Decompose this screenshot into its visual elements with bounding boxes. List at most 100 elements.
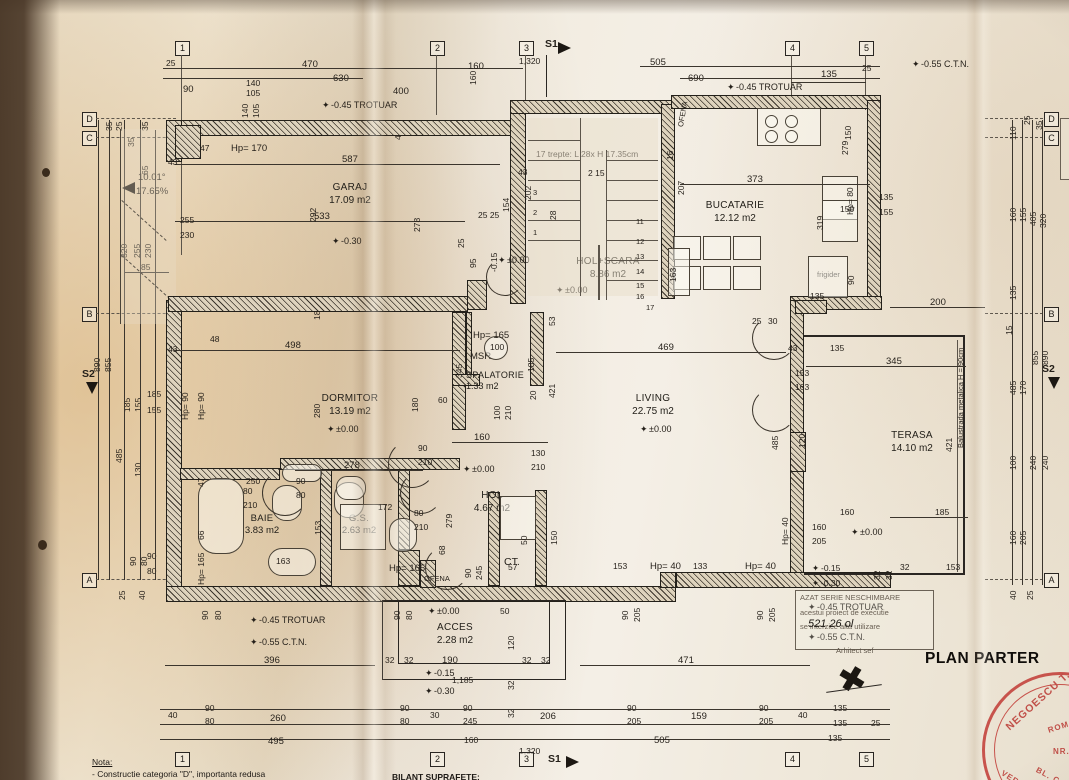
dim-bot-32e: 32 <box>506 680 516 690</box>
dim-255: 255 <box>180 215 195 225</box>
level-marker-icon: ✦ <box>812 578 820 588</box>
level-garaj: ✦-0.30 <box>332 236 362 246</box>
dim-66-baie: 66 <box>196 530 206 540</box>
room-area: 14.10 m2 <box>891 442 933 454</box>
terrace-edge-right <box>963 335 965 575</box>
wall-living-bottom-col <box>660 572 676 588</box>
toilet-gs <box>389 518 417 552</box>
dim-16-k: 16 <box>665 150 675 160</box>
dim-469: 469 <box>658 342 674 353</box>
stove-burner-2 <box>785 115 798 128</box>
dim-57-ct: 57 <box>508 562 518 572</box>
ramp-angle-label: 10.01° <box>138 172 166 183</box>
dim-b-245: 245 <box>463 716 478 726</box>
dim-line-587 <box>175 164 500 165</box>
dim-top-90: 90 <box>183 84 194 95</box>
level-marker-icon: ✦ <box>640 424 648 434</box>
grid-marker-top-4: 4 <box>785 41 800 56</box>
dim-line-469 <box>556 352 786 353</box>
dim-210-hol: 210 <box>531 462 546 472</box>
level-marker-icon: ✦ <box>250 637 258 647</box>
dim-130-hol: 130 <box>531 448 546 458</box>
dim-bot-190: 190 <box>442 655 458 666</box>
room-name: SPALATORIE <box>466 370 525 380</box>
ramp-percent-label: 17.65% <box>136 186 169 197</box>
dim-30-t: 30 <box>768 316 778 326</box>
wall-ct-left <box>488 492 500 586</box>
dim-right-485a: 240 <box>1028 455 1038 470</box>
dim-100-sp: 100 <box>492 405 502 420</box>
hp-40-liv2: Hp= 40 <box>745 561 776 572</box>
note-heading: Nota: <box>92 757 113 767</box>
room-area: 22.75 m2 <box>632 405 674 417</box>
dim-b-90c: 90 <box>463 703 473 713</box>
level-terasa: ✦±0.00 <box>851 527 883 537</box>
stair-num-3: 3 <box>533 188 538 197</box>
dim-right-240: 170 <box>1018 380 1028 395</box>
hp-90-dorm2: Hp= 90 <box>180 392 190 420</box>
level-marker-icon: ✦ <box>425 686 433 696</box>
stair-tread-3 <box>528 180 580 181</box>
level-acces: ✦±0.00 <box>428 606 460 616</box>
dim-279-hol: 279 <box>444 513 454 528</box>
dim-205-liv2: 205 <box>767 607 777 622</box>
level-marker-icon: ✦ <box>327 424 335 434</box>
dim-line-200 <box>890 307 985 308</box>
dim-100-msr: 100 <box>490 342 505 352</box>
wall-left-main <box>166 300 182 600</box>
wall-kitchen-right <box>867 100 881 300</box>
dim-top-160: 160 <box>468 61 484 72</box>
level-marker-icon: ✦ <box>851 527 859 537</box>
grid-marker-top-3: 3 <box>519 41 534 56</box>
stair-tread-r6 <box>606 260 658 261</box>
grid-marker-left-A: A <box>82 573 97 588</box>
dim-right-25: 25 <box>1022 115 1032 125</box>
dim-210-gs: 210 <box>414 522 429 532</box>
grid-axis-B <box>96 313 176 314</box>
dim-154: 345 <box>454 363 464 378</box>
dim-b-205a: 205 <box>627 716 642 726</box>
dim-line-left-1 <box>98 120 99 580</box>
grid-marker-left-C: C <box>82 131 97 146</box>
level-acces-030: ✦-0.30 <box>425 686 455 696</box>
dim-43-stair: 43 <box>518 167 528 177</box>
dim-left-155b: 155 <box>147 405 161 415</box>
washbasin-gs <box>336 476 366 500</box>
stair-tread-6 <box>528 240 580 241</box>
wall-spalatorie-right <box>530 312 544 386</box>
level-marker-icon: ✦ <box>463 464 471 474</box>
dim-line-left-3 <box>124 120 125 580</box>
dim-left-130: 130 <box>133 462 143 477</box>
dim-533: 533 <box>314 211 330 222</box>
door-swing-living-lower <box>752 388 796 432</box>
stair-tread-r3 <box>606 200 658 201</box>
dim-80-bot2: 80 <box>404 610 414 620</box>
dim-line-185ter <box>890 517 968 518</box>
grid-axis-B-right <box>985 313 1043 314</box>
dim-215-stair: 2 15 <box>588 168 605 178</box>
wall-bottom-main <box>166 586 676 602</box>
hp-165-msr: Hp= 165 <box>473 330 510 341</box>
title-block-faint-text3: se interzice alta utilizare <box>800 622 881 631</box>
grid-marker-bottom-4: 4 <box>785 752 800 767</box>
level-right-030: ✦-0.30 <box>812 578 841 588</box>
room-area: 1.33 m2 <box>466 381 499 392</box>
grid-axis-A <box>96 579 176 580</box>
door-swing-baie <box>262 470 308 516</box>
dim-43-k2: 150 <box>840 204 855 214</box>
grid-marker-bottom-2: 2 <box>430 752 445 767</box>
dim-b-90b: 90 <box>400 703 410 713</box>
fridge-unit <box>808 256 848 298</box>
dim-g-25: 25 <box>456 238 466 248</box>
wall-terrace-pier <box>790 432 806 472</box>
hp-90-dorm: Hp= 90 <box>196 392 206 420</box>
grid-marker-right-C: C <box>1044 131 1059 146</box>
dining-chair-2 <box>703 236 731 260</box>
dim-line-top-e <box>791 82 866 83</box>
dim-line-right-2 <box>1022 120 1023 585</box>
dim-90-liv2: 90 <box>755 610 765 620</box>
stair-tread-5 <box>528 220 580 221</box>
wall-small-col-left <box>175 125 201 159</box>
dim-170-ter: 153 <box>795 368 810 378</box>
